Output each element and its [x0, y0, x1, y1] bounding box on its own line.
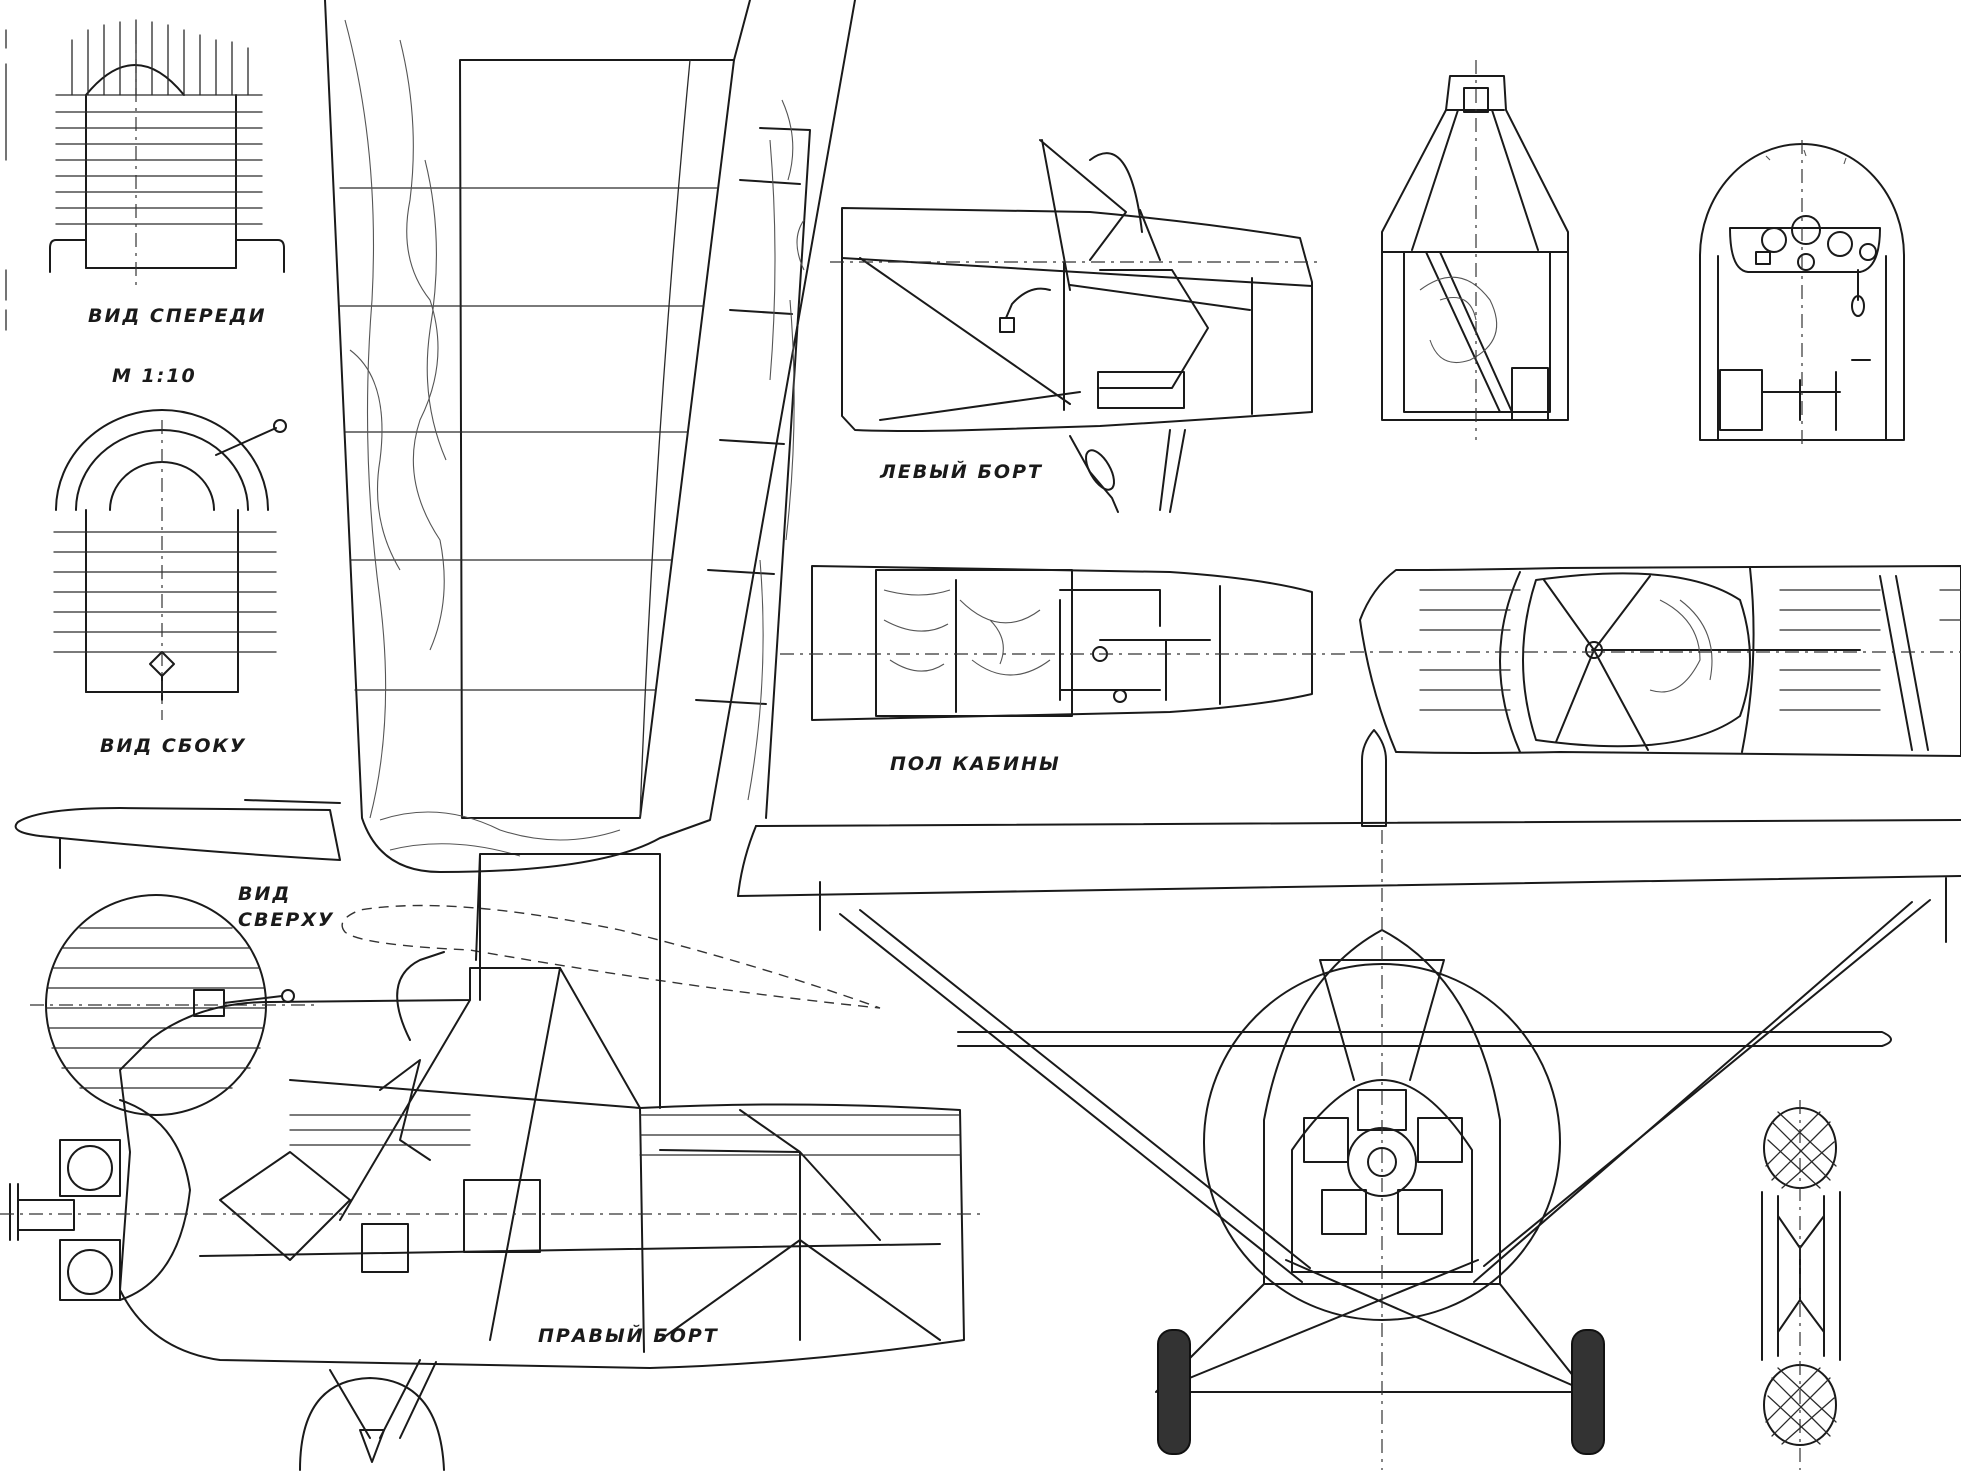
side-view-detail	[53, 409, 287, 720]
top-view-label-2: СВЕРХУ	[238, 909, 335, 931]
wing-planform	[324, 0, 856, 873]
side-view-label: ВИД СБОКУ	[100, 735, 247, 757]
left-side-fuselage	[830, 139, 1320, 513]
scale-label: М 1:10	[112, 365, 197, 387]
fuselage-top-view	[1350, 565, 1961, 757]
cabin-floor-plan	[780, 565, 1350, 721]
wheel-detail	[1761, 1100, 1841, 1470]
right-side-fuselage	[0, 853, 980, 1471]
left-side-label: ЛЕВЫЙ БОРТ	[879, 460, 1043, 483]
top-view-label-1: ВИД	[238, 883, 291, 905]
front-view-label: ВИД СПЕРЕДИ	[88, 305, 266, 327]
airfoil-section	[14, 807, 341, 861]
top-view-detail	[30, 894, 320, 1116]
aircraft-front-view	[737, 729, 1961, 1470]
cockpit-section-front	[1381, 60, 1569, 440]
right-side-label: ПРАВЫЙ БОРТ	[538, 1324, 719, 1347]
dashed-airfoil-outline	[341, 904, 881, 1009]
front-view-detail	[49, 19, 285, 290]
instrument-panel-section	[1699, 140, 1905, 450]
cabin-floor-label: ПОЛ КАБИНЫ	[890, 753, 1061, 775]
